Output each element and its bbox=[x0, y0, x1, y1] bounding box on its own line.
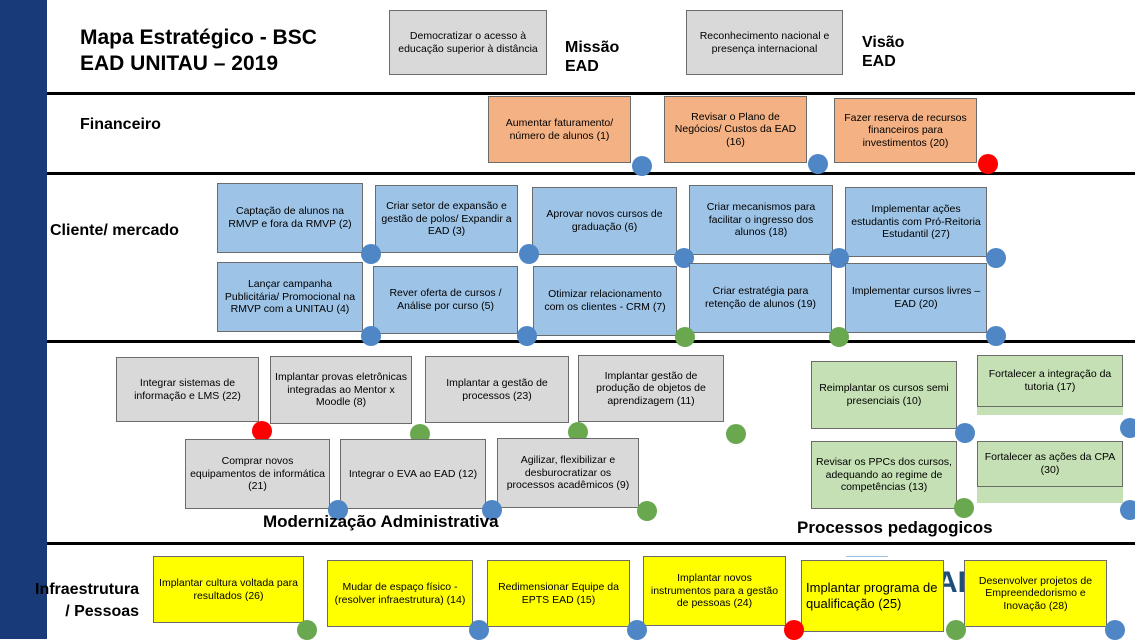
status-dot-blue bbox=[627, 620, 647, 640]
objective-box[interactable]: Criar mecanismos para facilitar o ingres… bbox=[689, 185, 833, 255]
status-dot-green bbox=[297, 620, 317, 640]
mission-box: Democratizar o acesso à educação superio… bbox=[389, 10, 547, 75]
objective-box[interactable]: Implantar gestão de produção de objetos … bbox=[578, 355, 724, 422]
perspective-infra: Infraestrutura / Pessoas bbox=[35, 581, 140, 620]
status-dot-blue bbox=[1105, 620, 1125, 640]
objective-box[interactable]: Captação de alunos na RMVP e fora da RMV… bbox=[217, 183, 363, 253]
section-footer-ped: Processos pedagogicos bbox=[797, 518, 993, 537]
objective-box[interactable]: Criar setor de expansão e gestão de polo… bbox=[375, 185, 518, 253]
objective-box[interactable]: Integrar o EVA ao EAD (12) bbox=[340, 439, 486, 509]
perspective-cliente: Cliente/ mercado bbox=[50, 222, 179, 239]
status-dot-green bbox=[637, 501, 657, 521]
objective-box[interactable]: Redimensionar Equipe da EPTS EAD (15) bbox=[487, 560, 630, 627]
status-dot-red bbox=[978, 154, 998, 174]
status-dot-blue bbox=[361, 244, 381, 264]
decorative-bar bbox=[977, 407, 1123, 415]
status-dot-blue bbox=[632, 156, 652, 176]
sidebar-band bbox=[0, 0, 47, 639]
status-dot-red bbox=[252, 421, 272, 441]
status-dot-green bbox=[568, 422, 588, 442]
status-dot-blue bbox=[519, 244, 539, 264]
section-footer-admin: Modernização Administrativa bbox=[263, 512, 499, 531]
vision-label: Visão EAD bbox=[862, 34, 905, 70]
status-dot-blue bbox=[482, 500, 502, 520]
status-dot-blue bbox=[517, 326, 537, 346]
objective-box[interactable]: Otimizar relacionamento com os clientes … bbox=[533, 266, 677, 336]
objective-box[interactable]: Implantar programa de qualificação (25) bbox=[801, 560, 944, 632]
objective-box[interactable]: Fortalecer as ações da CPA (30) bbox=[977, 441, 1123, 487]
objective-box[interactable]: Reimplantar os cursos semi presenciais (… bbox=[811, 361, 957, 429]
objective-box[interactable]: Implantar a gestão de processos (23) bbox=[425, 356, 569, 423]
status-dot-blue bbox=[1120, 418, 1135, 438]
objective-box[interactable]: Aumentar faturamento/ número de alunos (… bbox=[488, 96, 631, 163]
objective-box[interactable]: Fazer reserva de recursos financeiros pa… bbox=[834, 98, 977, 163]
objective-box[interactable]: Implantar novos instrumentos para a gest… bbox=[643, 556, 786, 626]
status-dot-blue bbox=[986, 326, 1006, 346]
status-dot-blue bbox=[1120, 500, 1135, 520]
status-dot-red bbox=[784, 620, 804, 640]
separator-line bbox=[47, 172, 1135, 175]
mission-label: Missão EAD bbox=[565, 39, 620, 75]
objective-box[interactable]: Implementar ações estudantis com Pró-Rei… bbox=[845, 187, 987, 257]
status-dot-green bbox=[829, 327, 849, 347]
separator-line bbox=[47, 542, 1135, 545]
objective-box[interactable]: Desenvolver projetos de Empreendedorismo… bbox=[964, 560, 1107, 627]
perspective-financeiro: Financeiro bbox=[80, 116, 161, 133]
objective-box[interactable]: Agilizar, flexibilizar e desburocratizar… bbox=[497, 438, 639, 508]
status-dot-blue bbox=[469, 620, 489, 640]
objective-box[interactable]: Integrar sistemas de informação e LMS (2… bbox=[116, 357, 259, 422]
objective-box[interactable]: Criar estratégia para retenção de alunos… bbox=[689, 263, 832, 333]
status-dot-blue bbox=[328, 500, 348, 520]
status-dot-blue bbox=[829, 248, 849, 268]
objective-box[interactable]: Mudar de espaço físico - (resolver infra… bbox=[327, 560, 473, 627]
status-dot-blue bbox=[361, 326, 381, 346]
objective-box[interactable]: Rever oferta de cursos / Análise por cur… bbox=[373, 266, 518, 334]
objective-box[interactable]: Implantar cultura voltada para resultado… bbox=[153, 556, 304, 623]
page-title: Mapa Estratégico - BSC EAD UNITAU – 2019 bbox=[80, 26, 317, 75]
status-dot-green bbox=[954, 498, 974, 518]
status-dot-green bbox=[946, 620, 966, 640]
objective-box[interactable]: Lançar campanha Publicitária/ Promociona… bbox=[217, 262, 363, 332]
objective-box[interactable]: Revisar o Plano de Negócios/ Custos da E… bbox=[664, 96, 807, 163]
objective-box[interactable]: Aprovar novos cursos de graduação (6) bbox=[532, 187, 677, 255]
status-dot-blue bbox=[808, 154, 828, 174]
objective-box[interactable]: Revisar os PPCs dos cursos, adequando ao… bbox=[811, 441, 957, 509]
objective-box[interactable]: Implantar provas eletrônicas integradas … bbox=[270, 356, 412, 424]
separator-line bbox=[47, 340, 1135, 343]
objective-box[interactable]: Fortalecer a integração da tutoria (17) bbox=[977, 355, 1123, 407]
objective-box[interactable]: Comprar novos equipamentos de informátic… bbox=[185, 439, 330, 509]
vision-box: Reconhecimento nacional e presença inter… bbox=[686, 10, 843, 75]
decorative-bar bbox=[977, 487, 1123, 503]
status-dot-blue bbox=[955, 423, 975, 443]
status-dot-green bbox=[675, 327, 695, 347]
status-dot-blue bbox=[986, 248, 1006, 268]
status-dot-green bbox=[726, 424, 746, 444]
objective-box[interactable]: Implementar cursos livres – EAD (20) bbox=[845, 263, 987, 333]
separator-line bbox=[47, 92, 1135, 95]
